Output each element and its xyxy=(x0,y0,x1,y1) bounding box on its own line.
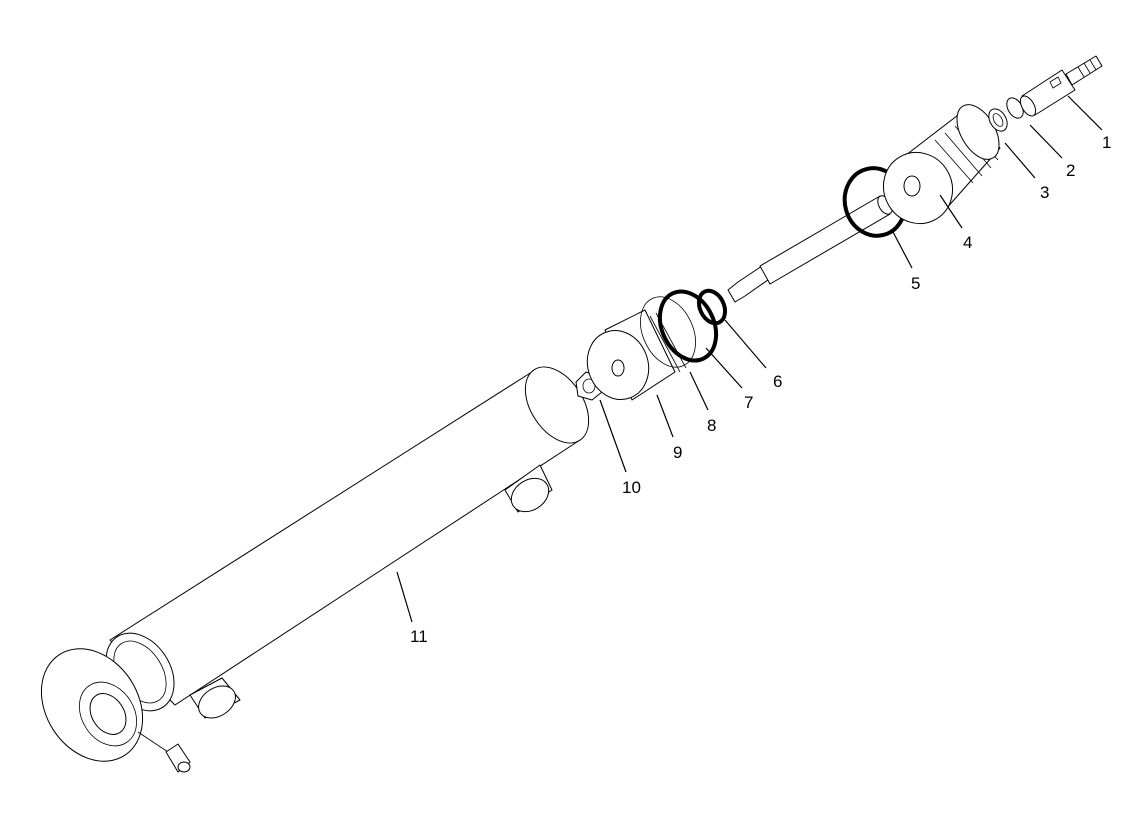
callout-3: 3 xyxy=(1040,183,1049,202)
leader-8 xyxy=(689,371,709,411)
piston-rod xyxy=(727,195,893,303)
leader-5 xyxy=(892,231,913,269)
callout-6: 6 xyxy=(773,372,782,391)
part-9-piston xyxy=(586,309,687,401)
callout-labels: 1 2 3 4 5 6 7 8 9 10 11 xyxy=(410,133,1111,646)
callout-2: 2 xyxy=(1066,161,1075,180)
part-7-piston-seal xyxy=(657,289,719,363)
part-4-gland xyxy=(882,104,1001,225)
callout-8: 8 xyxy=(707,416,716,435)
leader-1 xyxy=(1067,95,1103,131)
part-1-end-fitting xyxy=(1019,55,1103,117)
callout-7: 7 xyxy=(744,393,753,412)
part-8-backup-ring xyxy=(640,296,696,368)
part-11-cylinder-barrel xyxy=(40,366,590,762)
leader-2 xyxy=(1029,124,1063,159)
leader-11 xyxy=(396,571,413,623)
leader-9 xyxy=(656,394,674,438)
callout-4: 4 xyxy=(963,233,972,252)
callout-9: 9 xyxy=(673,443,682,462)
leader-lines xyxy=(396,95,1103,623)
callout-10: 10 xyxy=(622,478,641,497)
leader-4 xyxy=(939,194,963,229)
part-6-o-ring xyxy=(696,288,728,326)
callout-1: 1 xyxy=(1102,133,1111,152)
leader-10 xyxy=(599,399,627,473)
grease-fitting xyxy=(137,731,191,773)
leader-7 xyxy=(705,347,743,389)
leader-3 xyxy=(1004,142,1036,179)
callout-5: 5 xyxy=(911,274,920,293)
leader-6 xyxy=(724,319,767,369)
part-3-wiper-inner xyxy=(992,113,1004,127)
callout-11: 11 xyxy=(410,627,428,646)
